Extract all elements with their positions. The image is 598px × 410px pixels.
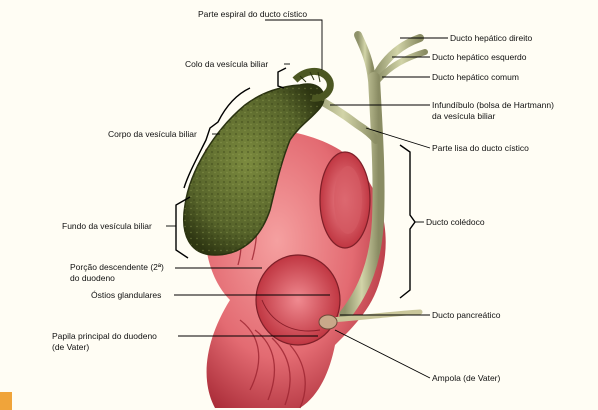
label-coledoco: Ducto colédoco (426, 217, 485, 227)
label-parte-espiral: Parte espiral do ducto cístico (198, 9, 307, 19)
label-infundibulo-1: Infundíbulo (bolsa de Hartmann) (432, 100, 554, 110)
leader-parte-espiral (265, 20, 322, 70)
label-porcao-2: do duodeno (70, 273, 115, 283)
label-papila-1: Papila principal do duodeno (52, 331, 157, 341)
label-hepatico-direito: Ducto hepático direito (450, 33, 532, 43)
label-hepatico-comum: Ducto hepático comum (432, 72, 519, 82)
label-porcao-1: Porção descendente (2ª) (70, 262, 164, 272)
label-hepatico-esquerdo: Ducto hepático esquerdo (432, 52, 527, 62)
label-infundibulo-2: da vesícula biliar (432, 111, 495, 121)
label-parte-lisa: Parte lisa do ducto cístico (432, 143, 529, 153)
label-colo: Colo da vesícula biliar (185, 59, 268, 69)
label-ampola: Ampola (de Vater) (432, 373, 500, 383)
label-pancreatico: Ducto pancreático (432, 310, 501, 320)
label-ostios: Óstios glandulares (91, 290, 161, 300)
edge-accent (0, 392, 12, 410)
leader-ampola (335, 330, 430, 378)
label-papila-2: (de Vater) (52, 342, 89, 352)
label-fundo: Fundo da vesícula biliar (62, 221, 152, 231)
bracket-coledoco (400, 145, 415, 298)
label-corpo: Corpo da vesícula biliar (108, 129, 197, 139)
bracket-colo (278, 68, 286, 88)
